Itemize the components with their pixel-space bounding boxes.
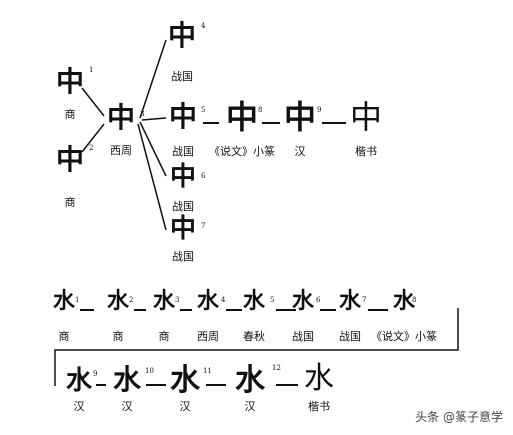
- shui-label-1: 商: [58, 330, 70, 343]
- shui-glyph-2: 水: [106, 288, 130, 314]
- zhong-number-9: 9: [317, 106, 322, 114]
- shui-glyph-1: 水: [52, 288, 76, 314]
- shui-number-12: 12: [272, 364, 281, 372]
- shui-label-7: 战国: [339, 330, 361, 343]
- shui-glyph-3: 水: [152, 288, 176, 314]
- zhong-number-4: 4: [201, 22, 206, 30]
- shui-connector: [134, 309, 146, 311]
- shui-connector: [368, 309, 388, 311]
- shui-label-9: 汉: [73, 400, 85, 413]
- zhong-label-4: 战国: [171, 70, 193, 83]
- shui-label-kaishu: 楷书: [308, 400, 330, 413]
- shui-label-11: 汉: [179, 400, 191, 413]
- zhong-label-5: 战国: [172, 145, 194, 158]
- zhong-glyph-3: 中: [106, 101, 136, 134]
- shui-label-2: 商: [112, 330, 124, 343]
- shui-connector: [180, 309, 192, 311]
- shui-number-4: 4: [221, 296, 226, 304]
- shui-connector: [226, 309, 242, 311]
- zhong-glyph-6: 中: [169, 162, 197, 192]
- shui-glyph-11: 水: [170, 363, 200, 398]
- shui-connector: [96, 384, 106, 386]
- zhong-number-6: 6: [201, 172, 206, 180]
- shui-number-10: 10: [145, 367, 154, 375]
- shui-number-6: 6: [316, 296, 321, 304]
- shui-glyph-10: 水: [112, 363, 142, 396]
- shui-number-8: 8: [412, 296, 417, 304]
- zhong-glyph-2: 中: [55, 143, 85, 176]
- shui-label-12: 汉: [244, 400, 256, 413]
- shui-number-11: 11: [203, 367, 212, 375]
- branch-lines: [81, 39, 167, 231]
- zhong-number-8: 8: [258, 106, 263, 114]
- shui-connector: [320, 309, 336, 311]
- zhong-connector: [203, 122, 219, 124]
- zhong-glyph-final: 中: [349, 98, 383, 136]
- row-connector: [54, 308, 459, 386]
- zhong-label-7: 战国: [172, 250, 194, 263]
- zhong-label-8: 《说文》小篆: [209, 145, 275, 158]
- zhong-glyph-9: 中: [283, 98, 317, 136]
- shui-label-5: 春秋: [243, 330, 265, 343]
- shui-number-1: 1: [75, 296, 80, 304]
- shui-glyph-4: 水: [196, 288, 220, 314]
- zhong-number-3: 3: [140, 110, 145, 118]
- shui-connector: [80, 309, 94, 311]
- watermark: 头条 @篆子意学: [415, 410, 503, 424]
- shui-glyph-7: 水: [338, 288, 362, 314]
- zhong-glyph-5: 中: [168, 100, 198, 133]
- shui-label-8: 《说文》小篆: [371, 330, 437, 343]
- shui-glyph-12: 水: [235, 363, 265, 398]
- shui-glyph-9: 水: [65, 366, 93, 396]
- zhong-number-7: 7: [201, 222, 206, 230]
- shui-label-4: 西周: [197, 330, 219, 343]
- zhong-label-2: 商: [64, 196, 76, 209]
- zhong-number-5: 5: [201, 106, 206, 114]
- shui-connector: [276, 384, 298, 386]
- zhong-label-6: 战国: [172, 200, 194, 213]
- zhong-number-2: 2: [89, 144, 94, 152]
- shui-label-6: 战国: [292, 330, 314, 343]
- zhong-connector: [262, 122, 280, 124]
- zhong-number-1: 1: [89, 66, 94, 74]
- zhong-glyph-1: 中: [55, 65, 85, 98]
- zhong-label-9: 汉: [294, 145, 306, 158]
- shui-connector: [276, 309, 296, 311]
- shui-label-10: 汉: [121, 400, 133, 413]
- shui-number-5: 5: [270, 296, 275, 304]
- zhong-label-kaishu: 楷书: [355, 145, 377, 158]
- shui-number-3: 3: [175, 296, 180, 304]
- shui-connector: [146, 384, 166, 386]
- zhong-label-1: 商: [64, 108, 76, 121]
- shui-glyph-final: 水: [304, 361, 334, 396]
- shui-number-7: 7: [362, 296, 367, 304]
- zhong-glyph-8: 中: [225, 98, 259, 136]
- zhong-glyph-7: 中: [169, 214, 197, 244]
- shui-number-9: 9: [93, 370, 98, 378]
- zhong-label-3: 西周: [110, 144, 132, 157]
- shui-number-2: 2: [129, 296, 134, 304]
- zhong-connector: [322, 122, 346, 124]
- shui-glyph-6: 水: [291, 288, 315, 314]
- zhong-glyph-4: 中: [167, 19, 197, 52]
- shui-connector: [206, 384, 226, 386]
- shui-glyph-8: 水: [392, 288, 416, 314]
- shui-glyph-5: 水: [242, 288, 266, 314]
- shui-label-3: 商: [158, 330, 170, 343]
